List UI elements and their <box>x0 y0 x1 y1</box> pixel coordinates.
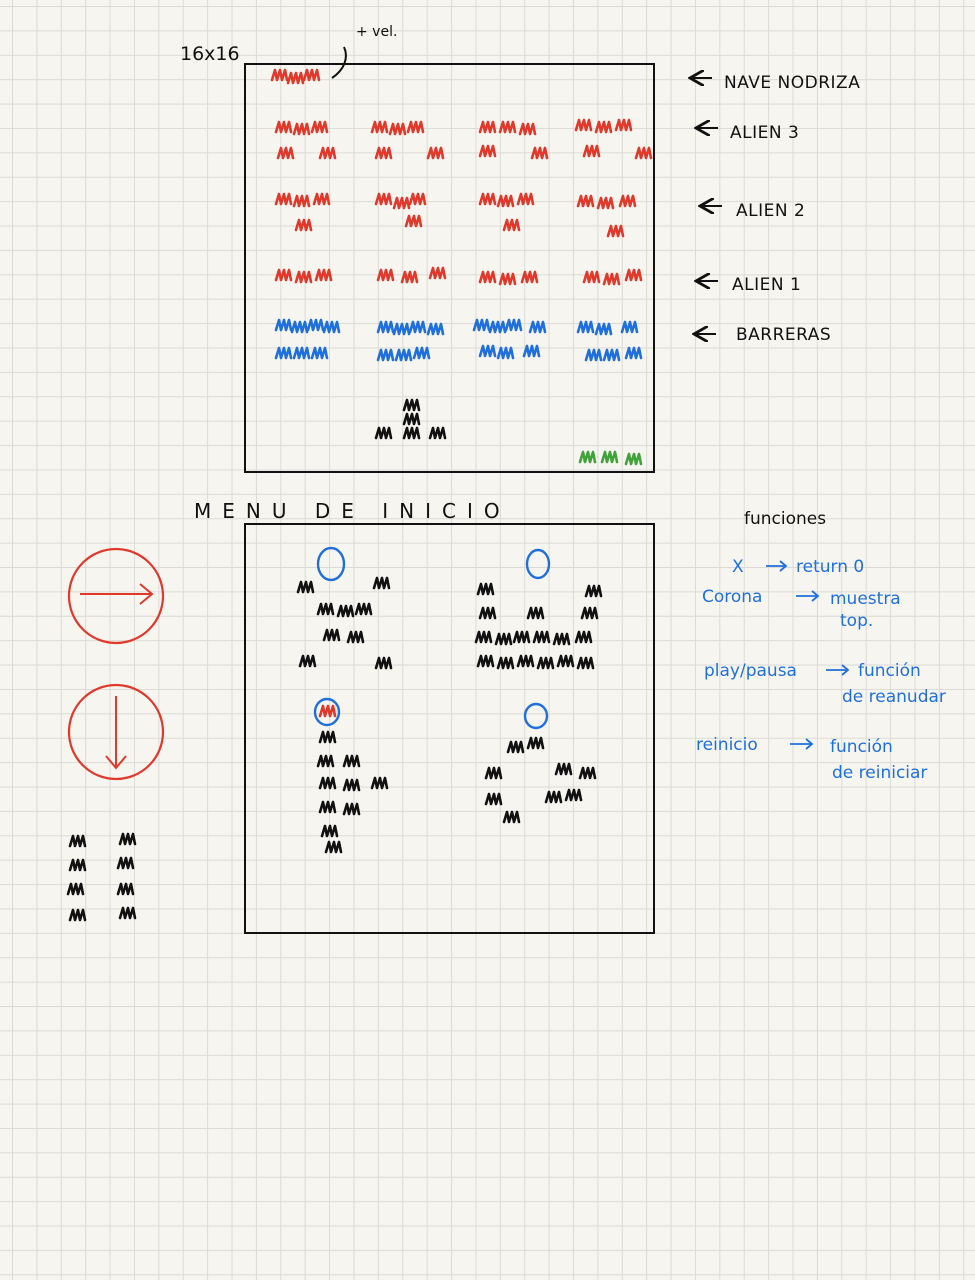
function-crown-right: muestra <box>830 589 901 609</box>
legend-alien2: ALIEN 2 <box>736 201 805 221</box>
barriers-row <box>274 318 643 362</box>
crown-menu-icon[interactable] <box>474 548 603 670</box>
functions-title: funciones <box>744 509 826 529</box>
player-ship <box>374 398 447 440</box>
legend-alien3: ALIEN 3 <box>730 123 799 143</box>
close-x-menu-icon[interactable] <box>296 546 393 670</box>
arrow-right-icon[interactable] <box>67 547 165 645</box>
mothership <box>270 68 321 85</box>
grid-size-label: 16x16 <box>180 43 240 65</box>
legend <box>692 78 722 334</box>
restart-menu-icon[interactable] <box>484 702 597 824</box>
menu-board <box>244 523 655 934</box>
function-arrows <box>766 560 850 750</box>
alien2-row <box>274 192 637 238</box>
function-play-right2: de reanudar <box>842 687 946 707</box>
pause-glyph-sketch <box>66 832 137 922</box>
function-play-right: función <box>858 661 921 681</box>
function-restart-right: función <box>830 737 893 757</box>
play-pause-menu-icon[interactable] <box>313 697 389 854</box>
function-play-left: play/pausa <box>704 661 797 681</box>
function-x-right: return 0 <box>796 557 864 577</box>
alien3-row <box>274 118 653 160</box>
arrow-down-icon[interactable] <box>67 683 165 781</box>
menu-title: MENU DE INICIO <box>194 499 511 523</box>
functions-list: X return 0 Corona muestra top. play/paus… <box>696 557 946 783</box>
legend-barriers: BARRERAS <box>736 325 831 345</box>
function-crown-right2: top. <box>840 611 873 631</box>
function-restart-right2: de reiniciar <box>832 763 927 783</box>
legend-alien1: ALIEN 1 <box>732 275 801 295</box>
alien1-row <box>274 266 643 286</box>
function-x-left: X <box>732 557 744 577</box>
velocity-arrow <box>331 46 347 79</box>
game-board <box>244 63 655 473</box>
lives-indicator <box>578 450 643 466</box>
function-crown-left: Corona <box>702 587 762 607</box>
legend-mothership: NAVE NODRIZA <box>724 73 860 93</box>
velocity-note: + vel. <box>356 24 397 40</box>
function-restart-left: reinicio <box>696 735 758 755</box>
